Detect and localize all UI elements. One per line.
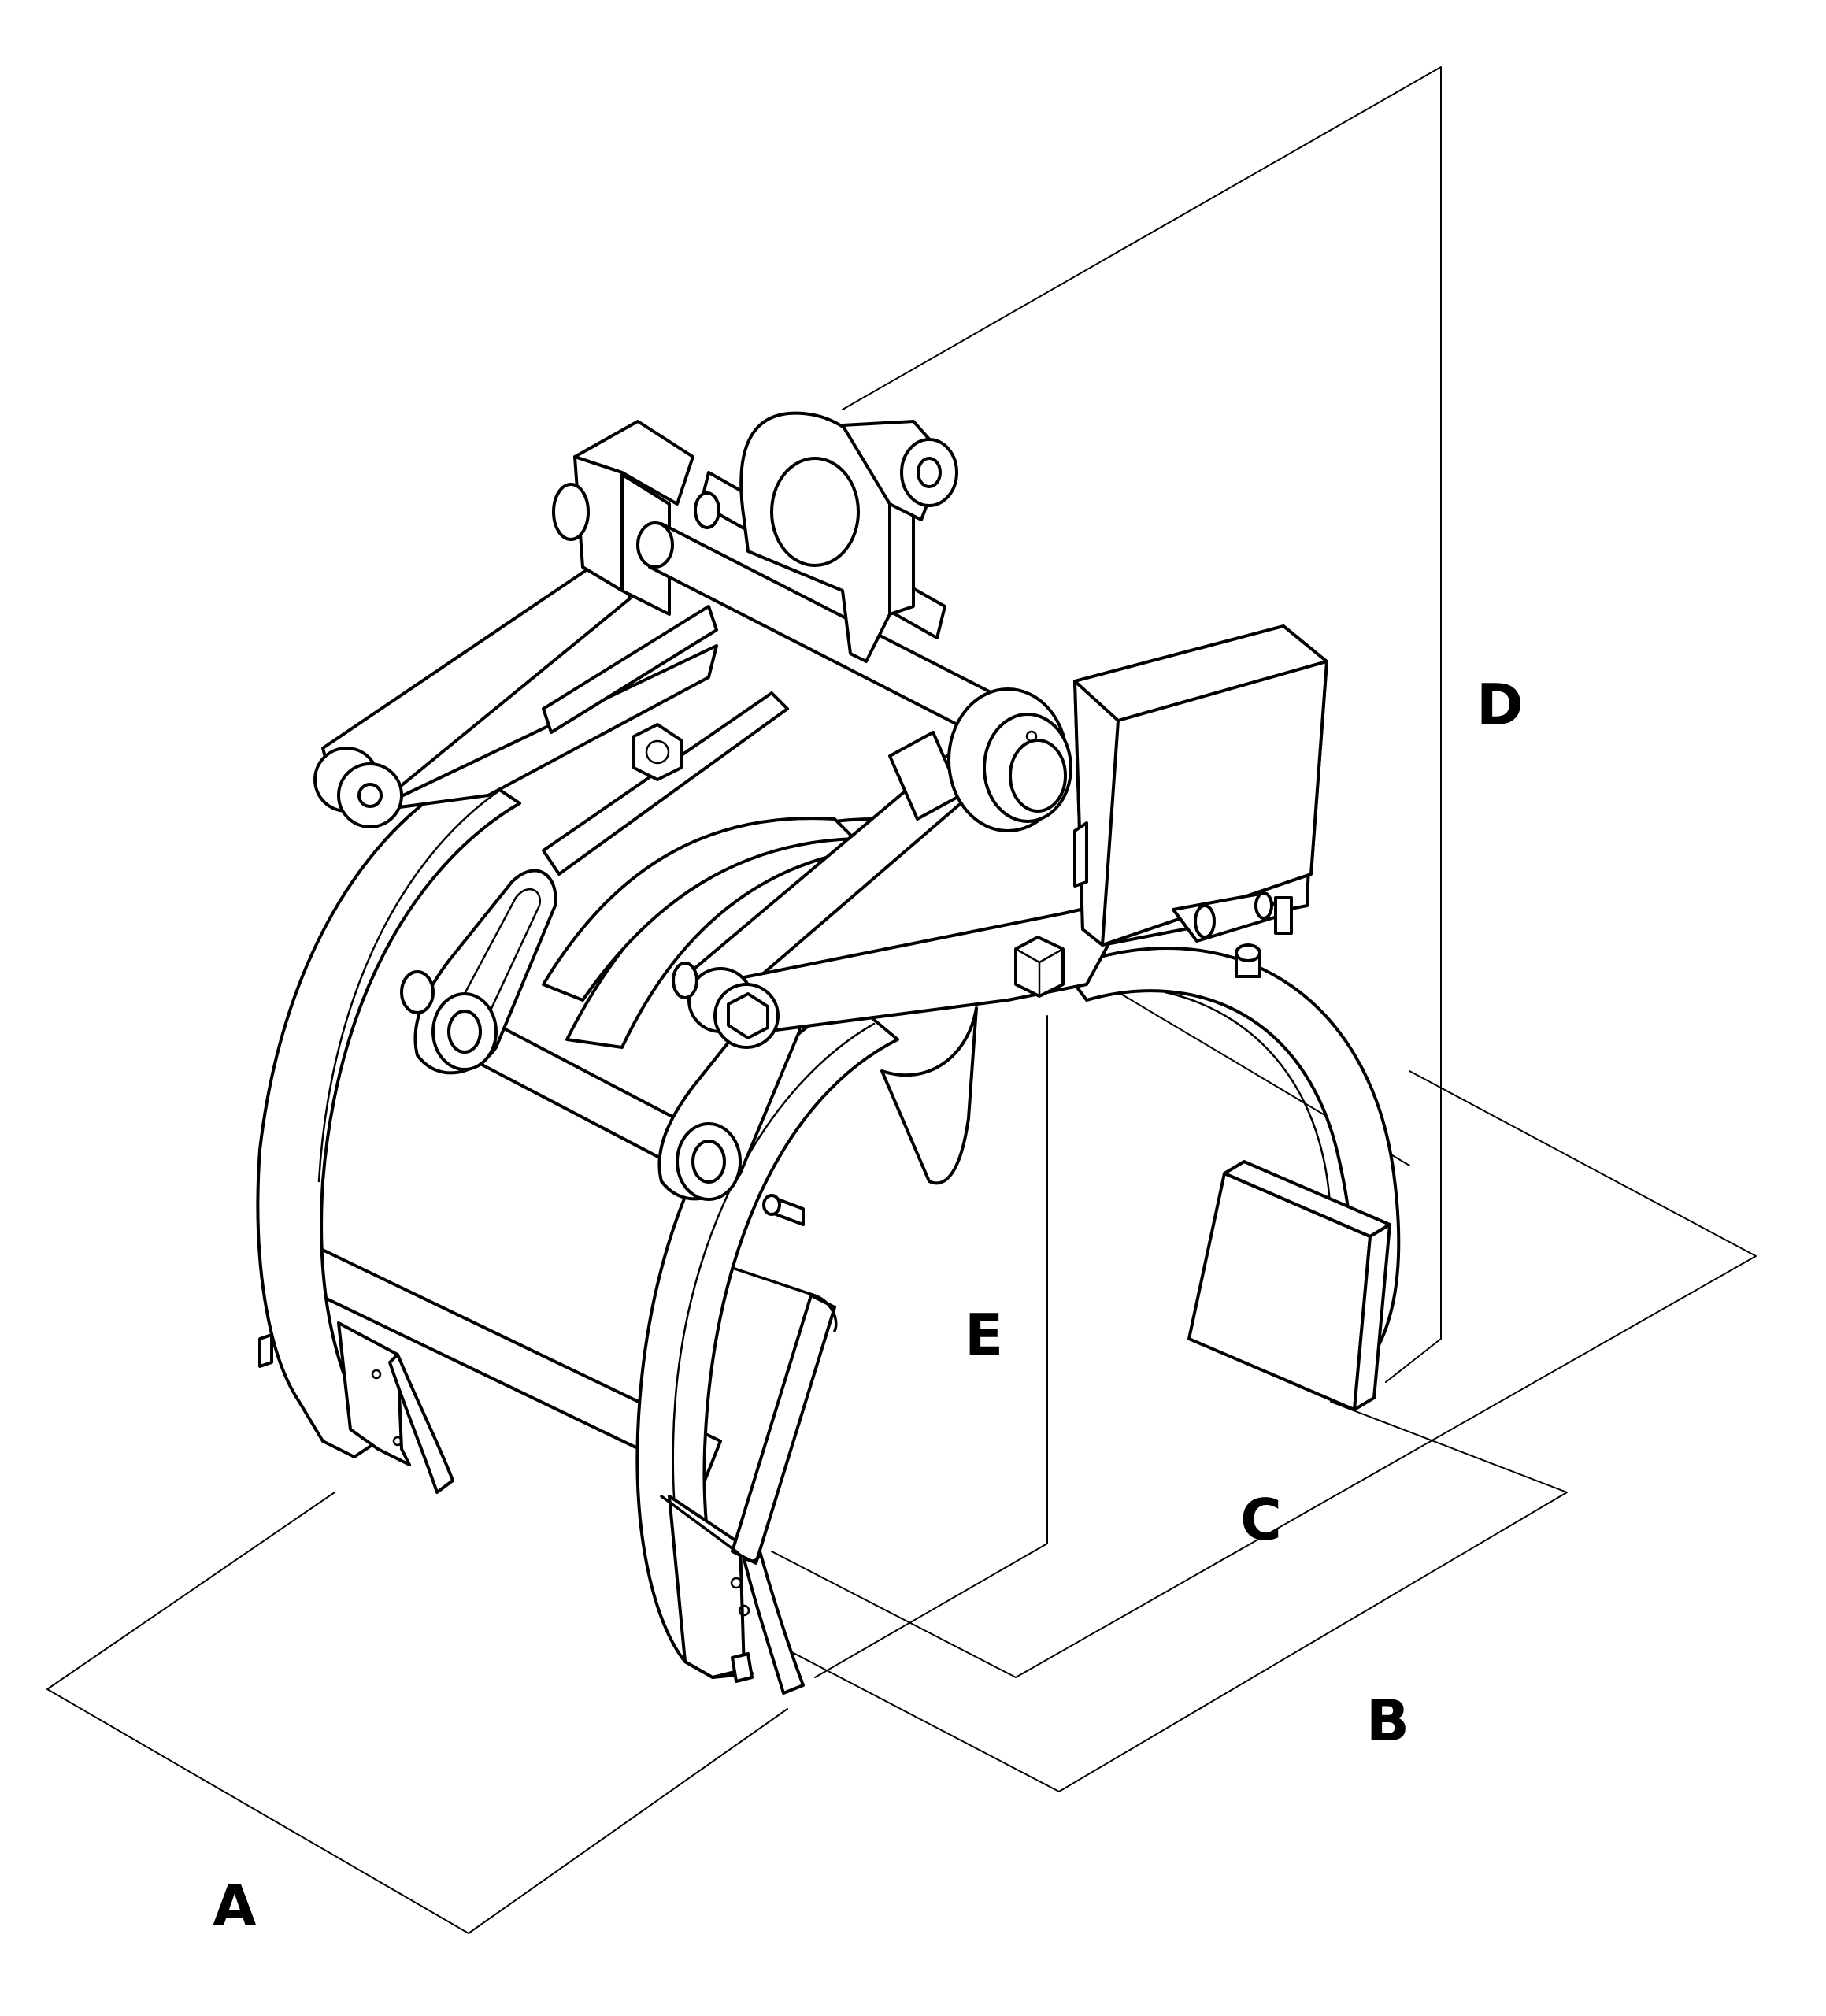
small-pin-end [1235,943,1261,962]
plane-c [787,1401,1568,1792]
left-jaw-arc [256,770,521,1458]
right-arm-nut [727,992,769,1040]
handle-bar [731,1294,836,1565]
front-jaw-hole-2 [738,1604,750,1617]
center-nut-hex [632,723,683,781]
right-pulley [888,687,1072,832]
sensor-pin-2 [1254,891,1273,920]
right-bearing-inner [691,1140,726,1184]
pad-side [1353,1223,1391,1411]
front-jaw-plate [668,1495,746,1679]
left-jaw [256,770,521,1494]
label-c: C [1240,1487,1282,1553]
sensor-bracket [1274,896,1293,935]
left-arm-upper [542,605,718,734]
control-box-side [1101,660,1328,947]
top-assembly [552,411,994,738]
left-bearing-inner [447,1010,482,1054]
inner-frame-arc [542,817,856,1002]
label-d: D [1476,672,1524,738]
label-b: B [1366,1688,1409,1754]
rear-lower-shoe [880,1006,978,1185]
front-jaw-shoe [743,1550,805,1695]
cross-bar-end [636,521,674,569]
handle-bottom-arm [660,1495,761,1562]
plane-d [842,66,1442,1383]
left-slot-link-inner [451,888,542,1025]
plane-a [46,1492,788,1934]
pulley-hub [1009,739,1067,813]
middle-shaft [400,869,802,1201]
left-jaw-hole-1 [371,1369,382,1380]
sensor-pin-1 [1194,904,1216,939]
sensor-assembly [1172,891,1293,978]
rear-jaw-inner [1164,991,1332,1230]
left-jaw-pin [258,1333,273,1368]
center-nut-hole [645,739,670,765]
label-a: A [213,1873,257,1939]
control-box [1073,624,1328,947]
front-jaw-pin [731,1652,754,1683]
center-nut [632,723,683,781]
right-arm-hex-top [1014,947,1065,998]
inner-frame [542,691,856,1002]
handle [660,1266,838,1565]
top-mid-pin [694,491,720,529]
left-pin-end [400,970,435,1014]
left-link-arm [313,550,718,828]
inner-frame-link [542,691,789,876]
left-jaw-shoe [388,1353,454,1494]
top-left-boss [552,483,590,541]
left-jaw-hole-2 [392,1436,403,1447]
pulley-screw [1025,730,1038,743]
left-arm-eye-hole [357,783,383,808]
reference-planes [46,66,1757,1934]
gripper-pad [1187,1160,1391,1411]
label-e: E [965,1302,1003,1368]
stop-pin-end [762,1194,781,1216]
handle-top-arm [731,1266,838,1332]
right-arm-pin [672,962,698,999]
diagram-labels: A B C D E [213,672,1524,1939]
front-jaw-hole-1 [730,1577,743,1589]
left-jaw-inner [317,786,506,1183]
plane-b [771,1070,1757,1678]
lifting-eye-hole [770,457,860,567]
top-right-eye-hole [917,457,942,488]
plane-e [814,1015,1048,1678]
control-box-tab [1073,821,1088,888]
